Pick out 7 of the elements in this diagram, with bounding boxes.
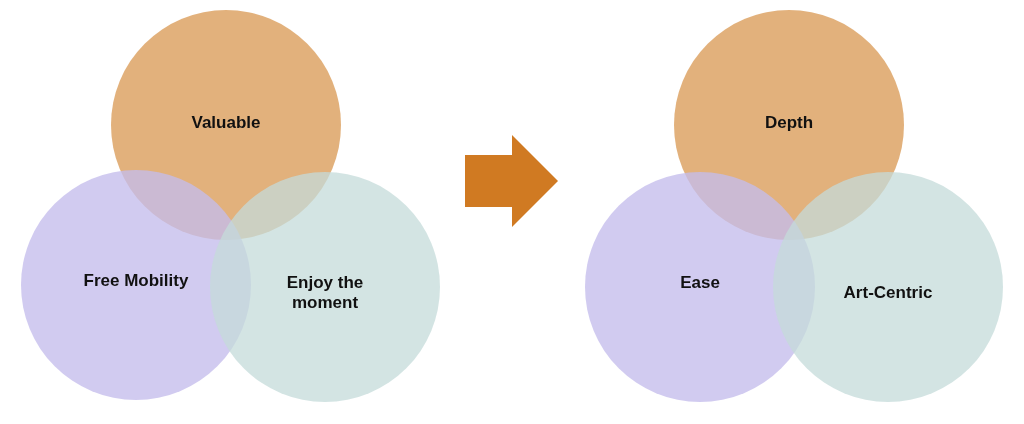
circle-label: Ease (679, 273, 721, 293)
circle-label: Enjoy the moment (285, 273, 365, 313)
block-arrow (465, 135, 558, 227)
circle-label: Valuable (190, 113, 262, 133)
circle-label: Depth (763, 113, 815, 133)
circle-label: Free Mobility (82, 271, 190, 291)
circle-label: Art-Centric (842, 283, 934, 303)
